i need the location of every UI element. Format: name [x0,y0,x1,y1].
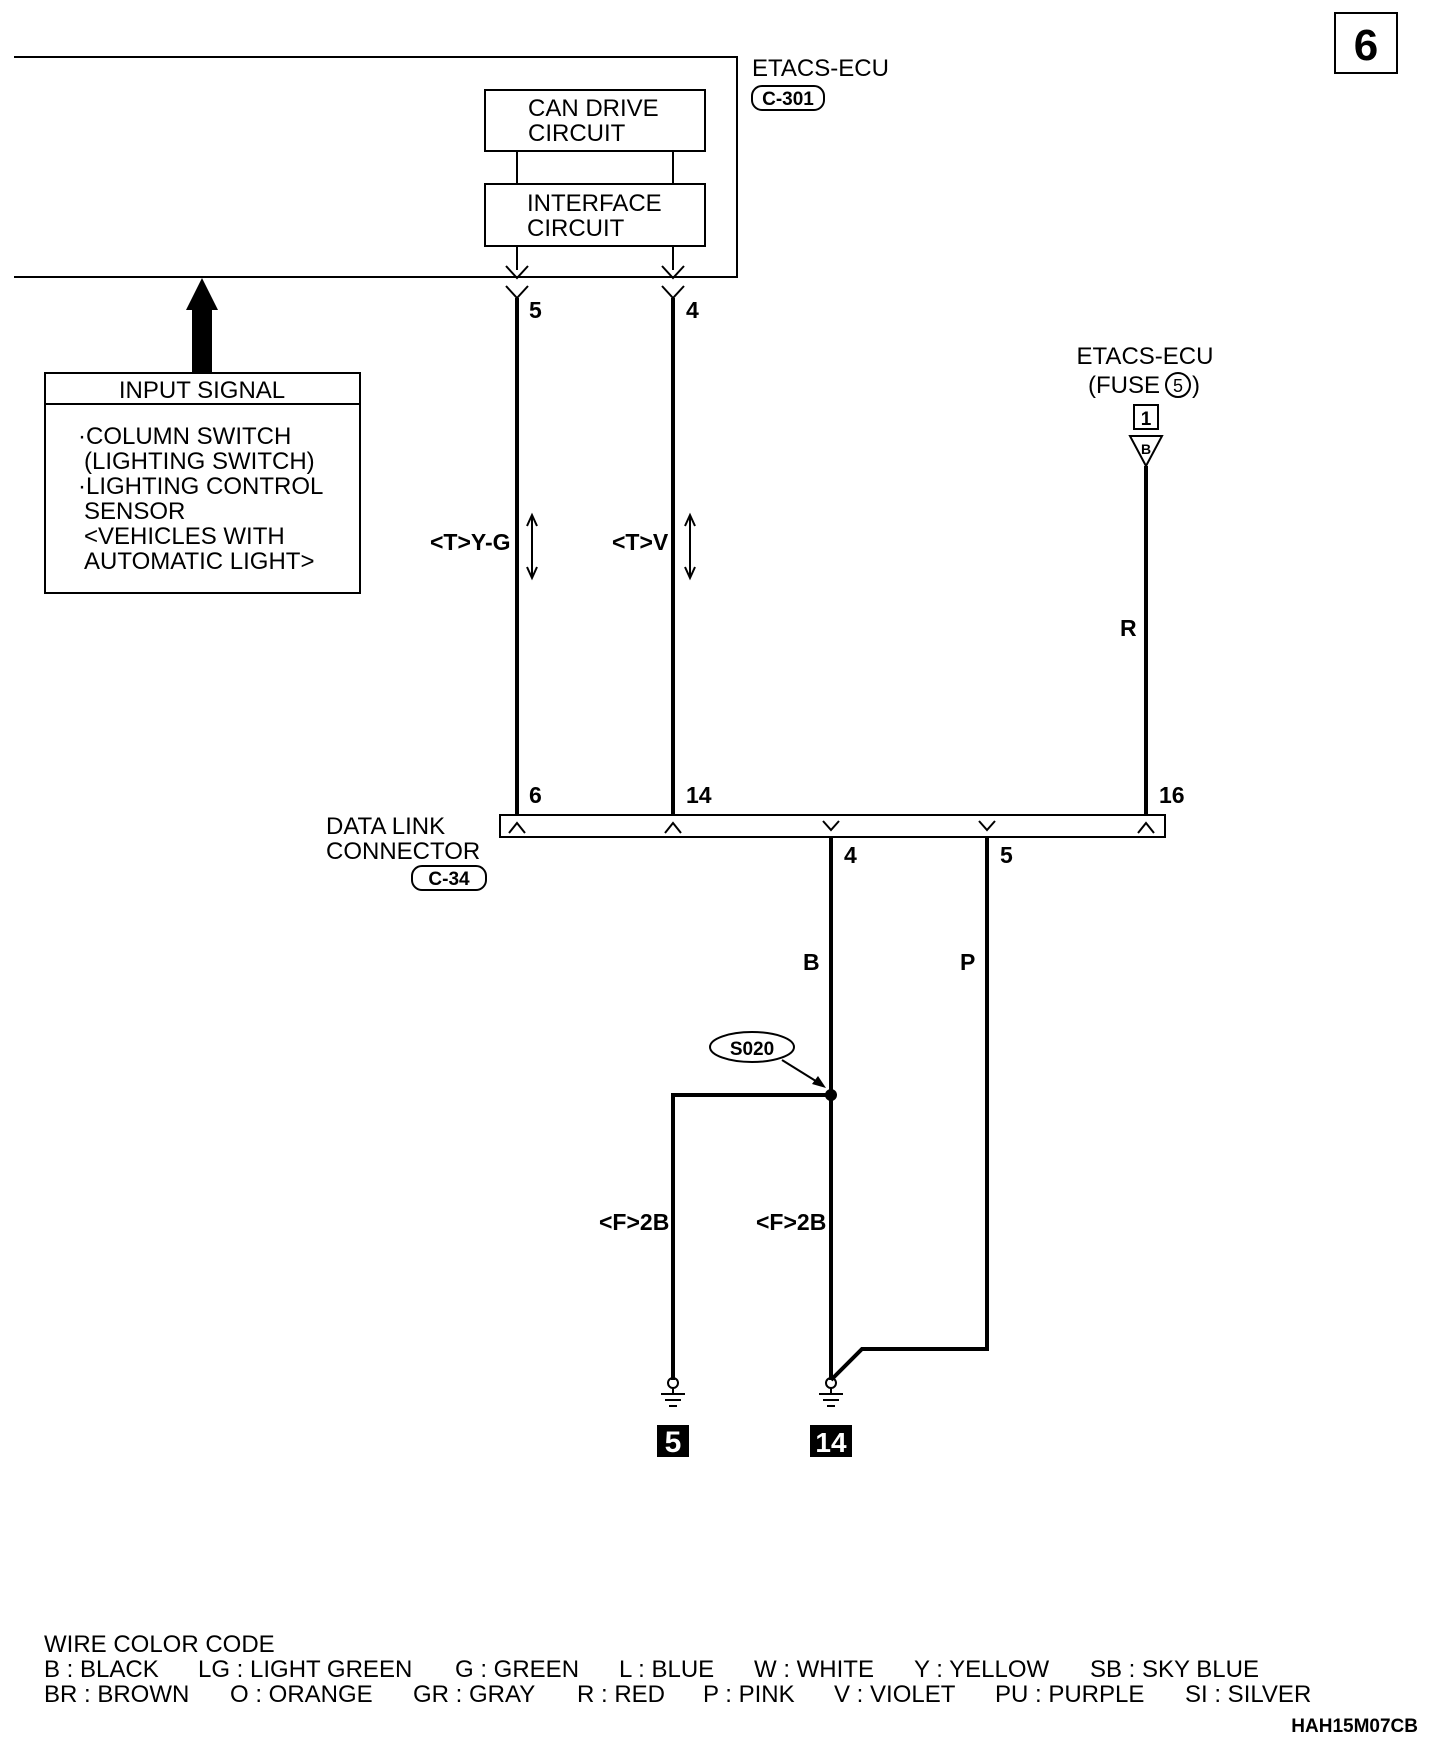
dlc-pin-14: 14 [686,782,712,808]
wire-label-y-g: <T>Y-G [430,529,511,555]
can-drive-circuit-line2: CIRCUIT [528,120,626,147]
input-signal-arrow [186,278,218,372]
splice-label: S020 [709,1031,795,1063]
wire-color-code-title: WIRE COLOR CODE [44,1631,275,1658]
input-signal-line4: SENSOR [84,498,185,525]
fuse-suffix: ) [1192,372,1200,399]
input-signal-line3: ·LIGHTING CONTROL [78,473,323,500]
fuse-prefix: (FUSE [1088,372,1160,399]
bidirectional-arrow-right [684,512,696,581]
fuse-connector-letter: B [1141,441,1151,457]
splice-code: S020 [730,1039,774,1060]
can-drive-circuit-line1: CAN DRIVE [528,95,659,122]
fuse-number: 5 [1173,376,1183,396]
dlc-pin-4: 4 [844,842,857,868]
ground-number-left-text: 5 [665,1426,682,1459]
wire-color-code-row1: B : BLACK LG : LIGHT GREEN G : GREEN L :… [44,1656,1259,1683]
page-number-box: 6 [1334,12,1398,74]
wire-color-code-row2: BR : BROWN O : ORANGE GR : GRAY R : RED … [44,1681,1311,1708]
input-signal-title: INPUT SIGNAL [119,377,285,404]
input-signal-line6: AUTOMATIC LIGHT> [84,548,314,575]
fuse-terminal-box: 1 [1133,404,1159,430]
data-link-connector [499,814,1166,838]
color-code-item: LG : LIGHT GREEN [198,1656,412,1683]
wire-label-ground-mid: <F>2B [756,1209,826,1235]
color-code-item: SI : SILVER [1185,1681,1311,1708]
wire-ground-left [671,1093,831,1380]
color-code-item: SB : SKY BLUE [1090,1656,1259,1683]
color-code-item: GR : GRAY [413,1681,535,1708]
color-code-item: Y : YELLOW [914,1656,1050,1683]
fuse-source-title: ETACS-ECU [1077,343,1214,370]
ground-symbol-right [819,1377,843,1407]
color-code-item: L : BLUE [619,1656,714,1683]
ground-number-right: 14 [810,1425,852,1458]
dlc-pin-6: 6 [529,782,542,808]
etacs-ecu-title: ETACS-ECU [752,55,889,82]
bidirectional-arrow-left [526,512,538,581]
can-drive-circuit-box: CAN DRIVE CIRCUIT [484,89,706,152]
dlc-connector: C-34 [428,869,470,890]
input-signal-line1: ·COLUMN SWITCH [78,423,291,450]
color-code-item: O : ORANGE [230,1681,373,1708]
wire-label-b: B [803,949,820,975]
ecu-pin-5: 5 [529,297,542,323]
ground-number-left: 5 [657,1425,689,1459]
input-signal-line2: (LIGHTING SWITCH) [84,448,315,475]
ground-symbol-left [661,1377,685,1407]
input-signal-box: INPUT SIGNAL ·COLUMN SWITCH (LIGHTING SW… [44,372,361,594]
color-code-item: W : WHITE [754,1656,874,1683]
dlc-connector-badge: C-34 [411,865,487,891]
color-code-item: PU : PURPLE [995,1681,1144,1708]
wire-label-v: <T>V [612,529,669,555]
ground-number-right-text: 14 [815,1427,847,1458]
wire-label-r: R [1120,615,1137,641]
ecu-terminal-5 [505,265,529,300]
fuse-connector-triangle: B [1128,435,1164,469]
wire-label-ground-left: <F>2B [599,1209,669,1235]
dlc-pin-5: 5 [1000,842,1013,868]
input-signal-line5: <VEHICLES WITH [84,523,285,550]
etacs-ecu-connector-badge: C-301 [751,85,825,111]
wire-label-p: P [960,949,975,975]
interface-circuit-line1: INTERFACE [527,190,662,217]
color-code-item: B : BLACK [44,1656,159,1683]
color-code-item: V : VIOLET [834,1681,956,1708]
fuse-terminal: 1 [1141,409,1152,430]
interface-circuit-box: INTERFACE CIRCUIT [484,183,706,247]
ecu-terminal-4 [661,265,685,300]
etacs-ecu-connector: C-301 [762,89,814,110]
color-code-item: G : GREEN [455,1656,579,1683]
color-code-item: R : RED [577,1681,665,1708]
color-code-item: BR : BROWN [44,1681,189,1708]
ecu-pin-4: 4 [686,297,699,323]
drawing-code: HAH15M07CB [1291,1716,1418,1737]
page-number: 6 [1354,21,1378,70]
dlc-label-line1: DATA LINK [326,813,445,840]
interface-circuit-line2: CIRCUIT [527,215,625,242]
wire-p [829,837,989,1382]
dlc-label-line2: CONNECTOR [326,838,480,865]
dlc-pin-16: 16 [1159,782,1185,808]
color-code-item: P : PINK [703,1681,795,1708]
etacs-ecu-outline [14,56,738,278]
